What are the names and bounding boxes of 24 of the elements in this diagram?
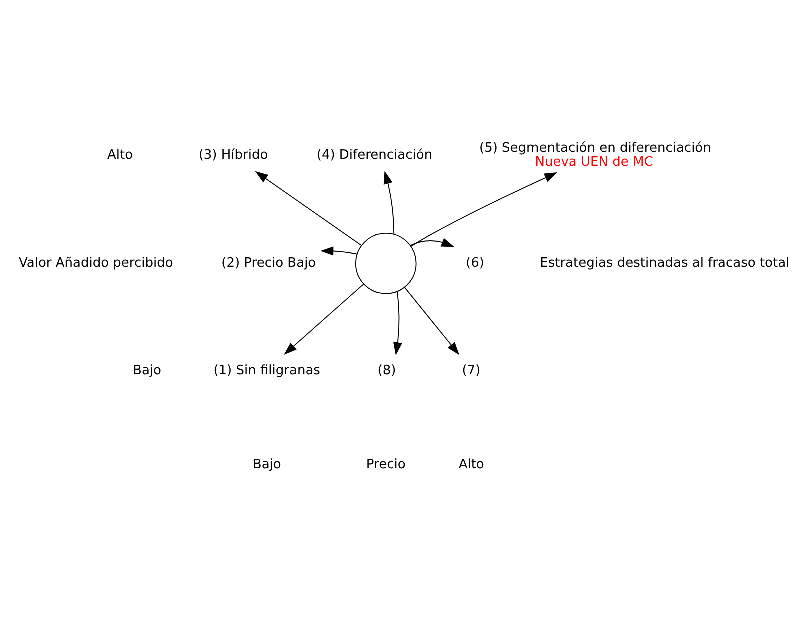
node-text: (4) Diferenciación — [316, 147, 433, 162]
label: Estrategias destinadas al fracaso total — [540, 256, 790, 271]
node-text: (1) Sin filigranas — [214, 362, 320, 378]
node-text: (2) Precio Bajo — [222, 256, 316, 271]
label: Alto — [458, 456, 484, 472]
label: Alto — [108, 147, 134, 162]
node-text: (3) Híbrido — [198, 147, 268, 162]
label: Bajo — [252, 456, 282, 472]
label: Valor Añadido percibido — [18, 256, 174, 271]
arrow — [404, 286, 460, 355]
node-text: (8) — [378, 362, 396, 378]
arrow — [255, 170, 362, 246]
node-circle — [355, 232, 417, 294]
arrow — [384, 170, 395, 234]
arrow — [410, 238, 455, 247]
node-text: (7) — [462, 362, 481, 378]
label: Bajo — [133, 362, 162, 378]
label: Precio — [366, 456, 406, 472]
node-text: (6) — [466, 256, 484, 271]
arrow — [320, 246, 358, 256]
arrow — [284, 283, 364, 355]
arrow — [393, 290, 402, 356]
node-text: (5) Segmentación en diferenciación Nueva UEN de MC — [480, 140, 712, 170]
arrow — [410, 172, 558, 247]
